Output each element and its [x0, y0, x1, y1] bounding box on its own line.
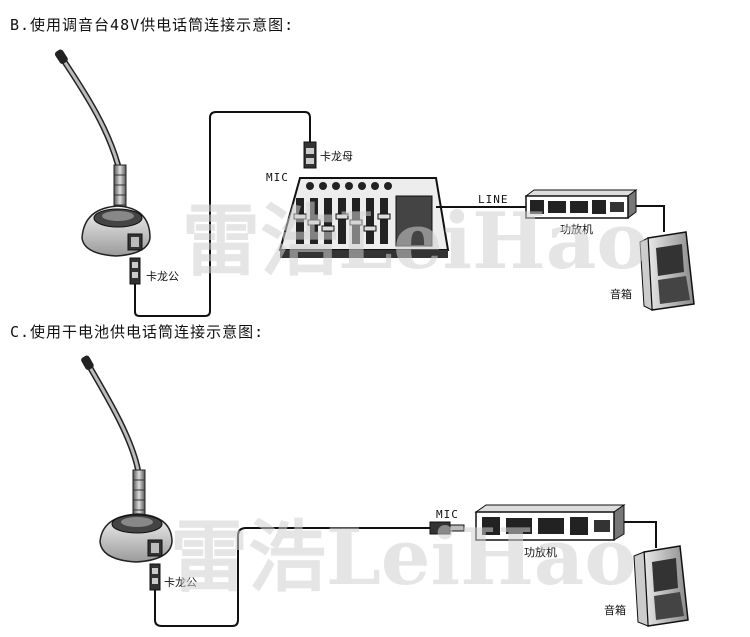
jack-plug-c [429, 521, 465, 535]
gooseneck-microphone-c [81, 355, 173, 563]
mixer-fader [296, 198, 304, 244]
watermark-b: 雷浩LeiHao [182, 196, 648, 287]
mixer-knob [332, 182, 340, 190]
cable-mic-to-mixer [134, 111, 311, 317]
mic-plug-label-c: MIC [436, 508, 459, 521]
watermark-c: 雷浩LeiHao [170, 512, 636, 603]
xlr-female-label: 卡龙母 [320, 150, 353, 163]
speaker-label-c: 音箱 [604, 603, 626, 617]
xlr-male-label-b: 卡龙公 [146, 270, 179, 283]
mixer-fader-cap [363, 225, 377, 232]
cable-amp-to-speaker-b [636, 205, 665, 232]
cable-mic-to-amp-c [154, 527, 430, 627]
mixer-fader-cap [307, 219, 321, 226]
xlr-male-connector-b [129, 257, 141, 285]
section-c-title: C.使用干电池供电话筒连接示意图: [10, 323, 265, 341]
mixer-fader-cap [293, 213, 307, 220]
mixing-console [278, 177, 450, 258]
mixer-knob [345, 182, 353, 190]
mixer-fader-cap [335, 213, 349, 220]
mixer-knob [306, 182, 314, 190]
xlr-male-label-c: 卡龙公 [164, 576, 197, 589]
mixer-mic-label: MIC [266, 171, 289, 184]
speaker-b [639, 231, 695, 311]
mixer-fader-cap [377, 213, 391, 220]
speaker-label-b: 音箱 [610, 287, 632, 301]
mixer-knob [319, 182, 327, 190]
gooseneck-microphone-b [54, 49, 151, 257]
section-b-title: B.使用调音台48V供电话筒连接示意图: [10, 16, 295, 34]
xlr-female-connector-b [303, 141, 317, 169]
mixer-fader [366, 198, 374, 244]
mixer-fader [324, 198, 332, 244]
line-label: LINE [478, 193, 509, 206]
power-amplifier-c [474, 504, 626, 541]
mixer-knob [371, 182, 379, 190]
mixer-fader [338, 198, 346, 244]
mixer-knob [358, 182, 366, 190]
mixer-fader-cap [321, 225, 335, 232]
mixer-fader-cap [349, 219, 363, 226]
mixer-knob [384, 182, 392, 190]
cable-amp-to-speaker-c [624, 521, 657, 548]
power-amplifier-b [524, 189, 638, 219]
xlr-male-connector-c [149, 563, 161, 591]
amplifier-label-b: 功放机 [560, 222, 593, 236]
speaker-c [633, 545, 689, 627]
amplifier-label-c: 功放机 [524, 545, 557, 559]
mixer-fader [380, 198, 388, 244]
